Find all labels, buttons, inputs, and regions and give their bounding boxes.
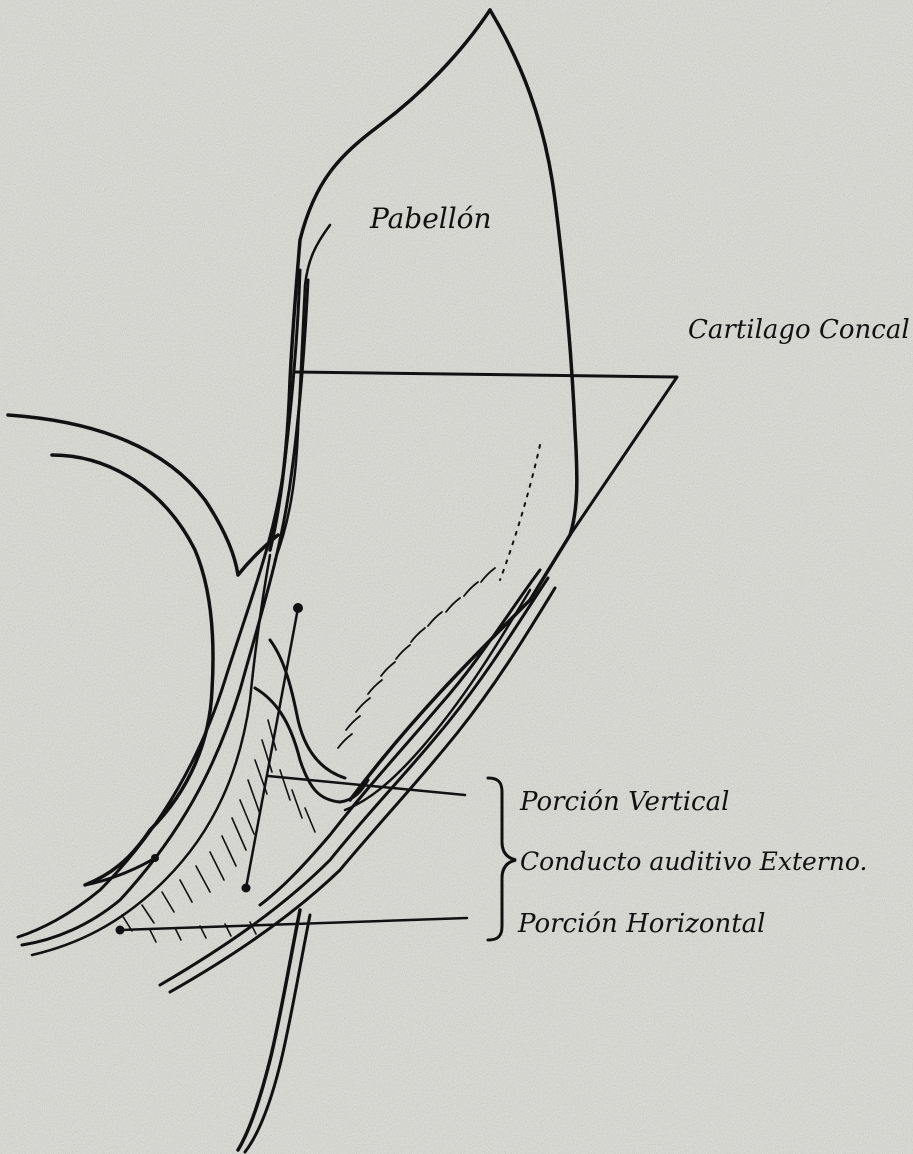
label-conducto-auditivo-externo: Conducto auditivo Externo. <box>520 847 867 876</box>
pointer-dot-bottom <box>242 884 251 893</box>
head-tick-dot <box>151 854 159 862</box>
label-cartilago-concal: Cartilago Concal <box>688 315 910 345</box>
label-porcion-horizontal: Porción Horizontal <box>517 909 766 939</box>
pointer-dot-top <box>293 603 303 613</box>
horizontal-leader-dot <box>116 926 125 935</box>
label-porcion-vertical: Porción Vertical <box>519 787 729 817</box>
label-pabellon: Pabellón <box>369 202 492 235</box>
